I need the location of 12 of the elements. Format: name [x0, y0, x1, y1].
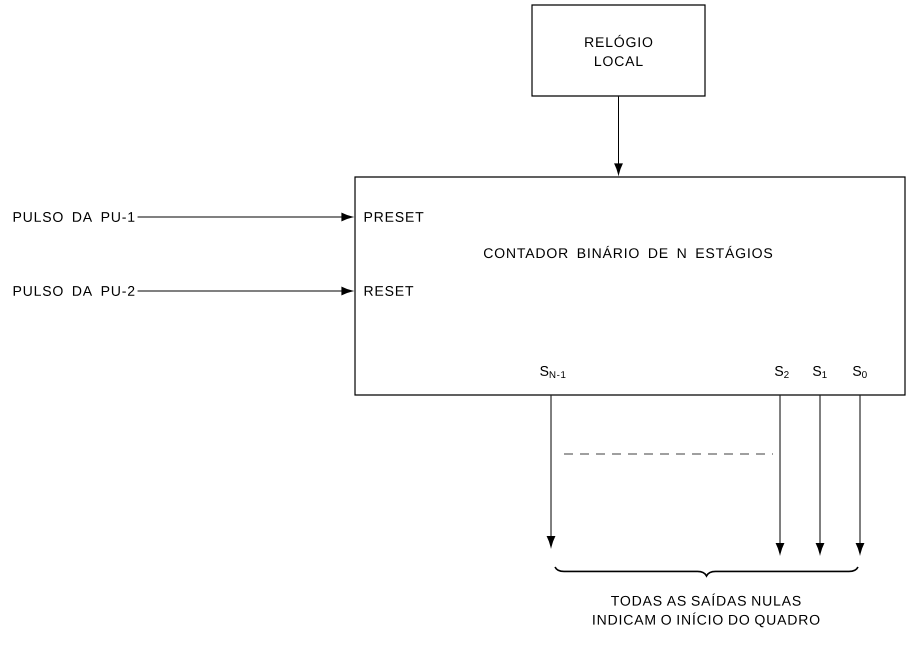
arrow: [776, 395, 784, 554]
note-text: TODAS AS SAÍDAS NULAS INDICAM O INÍCIO DO QUADRO: [593, 593, 820, 628]
input-label: PULSO DA PU-1: [14, 212, 134, 222]
clock-box: RELÓGIO LOCAL: [531, 4, 706, 97]
arrow: [614, 96, 623, 175]
arrow: [137, 212, 353, 222]
arrow: [816, 395, 824, 554]
arrow: [137, 286, 353, 296]
arrow: [546, 395, 556, 548]
input-label: PULSO DA PU-2: [14, 286, 134, 296]
arrow: [856, 395, 864, 554]
counter-box: PRESET CONTADOR BINÁRIO DE N ESTÁGIOS RESET S$_{N-1}$ S$_{2}$ S$_{1}$ S$_{0}$: [354, 176, 906, 396]
